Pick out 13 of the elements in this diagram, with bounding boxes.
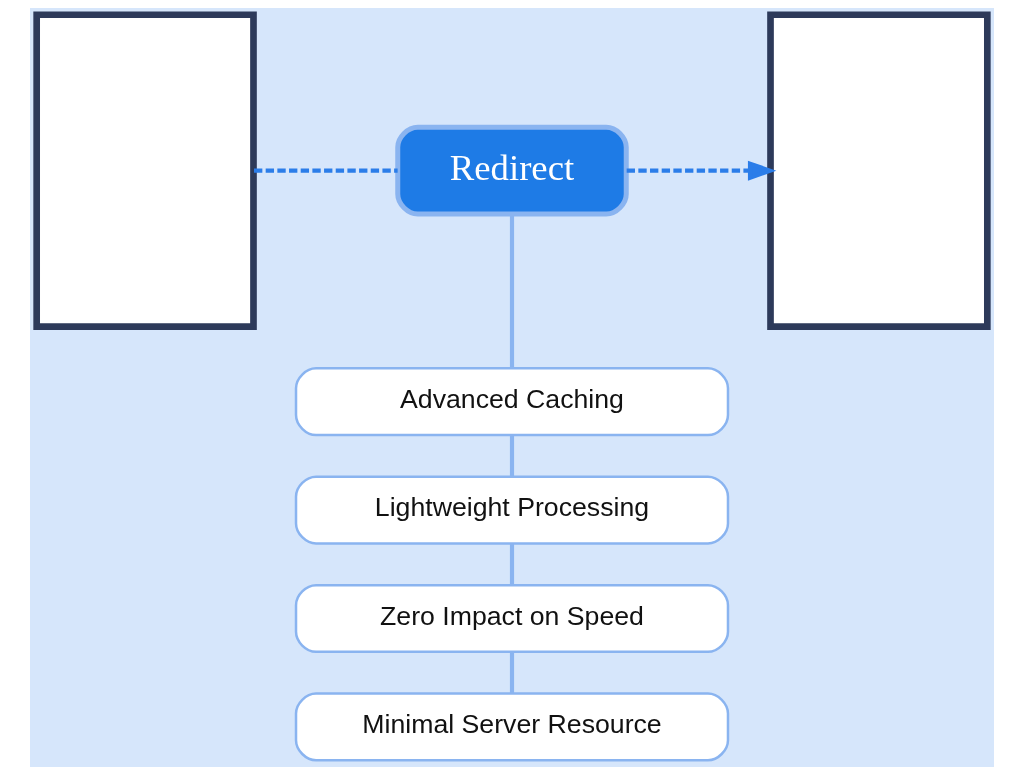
- node-box: Minimal Server Resource: [294, 692, 730, 762]
- node-box: [33, 11, 257, 330]
- node-box: Redirect: [395, 124, 629, 217]
- connector: [509, 543, 515, 585]
- arrow: [626, 160, 777, 181]
- connector: [254, 168, 398, 173]
- connector: [509, 214, 515, 369]
- connector: [509, 435, 515, 477]
- connector: [509, 652, 515, 694]
- node-box: Lightweight Processing: [294, 475, 730, 545]
- node-box: Zero Impact on Speed: [294, 583, 730, 654]
- node-box: Advanced Caching: [294, 367, 730, 437]
- node-box: [767, 11, 991, 330]
